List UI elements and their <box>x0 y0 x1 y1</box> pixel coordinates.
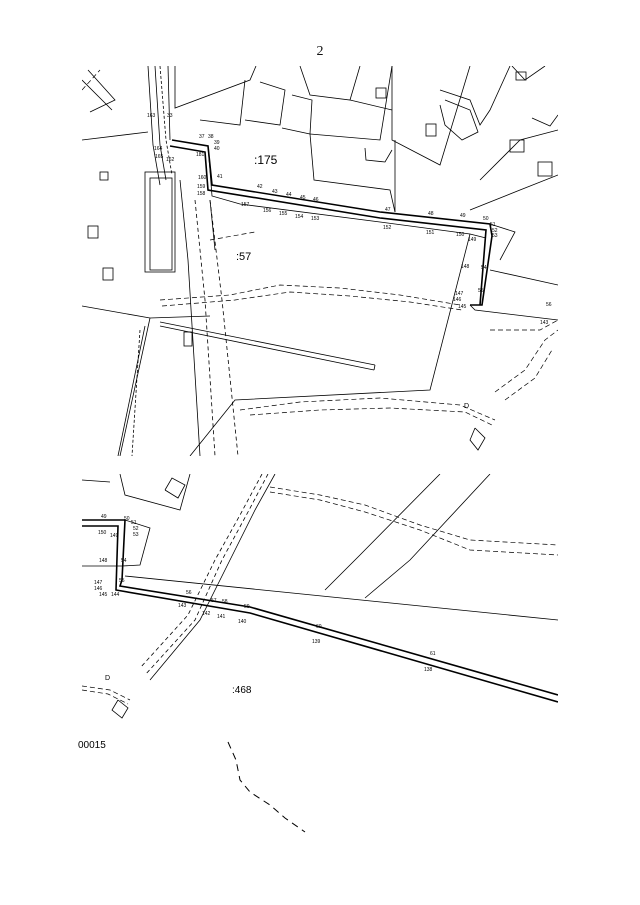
point-label: 154 <box>295 214 304 220</box>
point-label: 39 <box>214 140 220 146</box>
point-label: 138 <box>424 667 433 673</box>
label-q-bottom: D <box>105 675 110 682</box>
point-label: 148 <box>99 558 108 564</box>
point-label: 42 <box>257 184 263 190</box>
point-label: 143 <box>540 320 549 326</box>
point-label: 147 <box>455 291 464 297</box>
point-label: 163 <box>147 113 156 119</box>
point-label: 145 <box>99 592 108 598</box>
point-label: 149 <box>468 237 477 243</box>
point-label: 41 <box>217 174 223 180</box>
point-label: 148 <box>461 264 470 270</box>
bottom-dashed <box>82 486 558 705</box>
point-label: 159 <box>197 184 206 190</box>
point-label: 164 <box>154 146 163 152</box>
point-label: 165 <box>155 154 164 160</box>
point-label: 52 <box>133 526 139 532</box>
point-label: 151 <box>426 230 435 236</box>
point-label: 162 <box>166 157 175 163</box>
point-label: 150 <box>456 232 465 238</box>
point-label: 56 <box>186 590 192 596</box>
page-number: 2 <box>316 44 324 59</box>
point-label: 139 <box>312 639 321 645</box>
point-label: 43 <box>272 189 278 195</box>
parcel-label-57: :57 <box>236 251 251 263</box>
point-label: 37 <box>199 134 205 140</box>
point-label: 33 <box>167 113 173 119</box>
point-label: 49 <box>460 213 466 219</box>
point-label: 55 <box>119 578 125 584</box>
trailing-dashed-line <box>227 741 306 833</box>
point-label: 54 <box>121 558 127 564</box>
point-label: 45 <box>300 195 306 201</box>
point-label: 47 <box>385 207 391 213</box>
point-label: 53 <box>133 532 139 538</box>
point-label: 181 <box>196 152 205 158</box>
point-label: 146 <box>453 297 462 303</box>
parcel-label-175: :175 <box>254 153 278 167</box>
point-label: 40 <box>214 146 220 152</box>
point-label: 55 <box>478 288 484 294</box>
point-label: 58 <box>222 599 228 605</box>
point-label: 142 <box>202 611 211 617</box>
parcel-label-468: :468 <box>232 685 252 696</box>
point-label: 143 <box>178 603 187 609</box>
point-label: 54 <box>481 265 487 271</box>
point-label: 53 <box>492 233 498 239</box>
point-label: 51 <box>131 520 137 526</box>
strip-boundary <box>169 139 493 306</box>
point-label: 152 <box>383 225 392 231</box>
parcel-57-boundary <box>189 199 558 456</box>
map-top: D <box>82 66 558 456</box>
point-label: 147 <box>94 580 103 586</box>
point-label: 52 <box>492 228 498 234</box>
point-label: 140 <box>238 619 247 625</box>
point-label: 144 <box>111 592 120 598</box>
bottom-road <box>139 474 276 681</box>
point-label: 51 <box>490 222 496 228</box>
point-label: 48 <box>428 211 434 217</box>
point-label: 49 <box>101 514 107 520</box>
point-label: 155 <box>279 211 288 217</box>
bottom-strip <box>82 519 558 703</box>
point-label: 149 <box>110 533 119 539</box>
point-label: 60 <box>316 624 322 630</box>
bottom-point-labels: 49 50 51 52 53 150 149 148 147 146 145 1… <box>94 514 436 673</box>
point-label: 59 <box>244 604 250 610</box>
bottom-parcel-lines <box>324 474 491 599</box>
point-label: 160 <box>198 175 207 181</box>
point-label: 50 <box>124 516 130 522</box>
top-left-parcels <box>82 69 211 456</box>
point-label: 44 <box>286 192 292 198</box>
footer-code: 00015 <box>78 740 106 751</box>
point-label: 145 <box>458 304 467 310</box>
point-label: 46 <box>313 197 319 203</box>
bottom-house-symbol <box>111 699 129 719</box>
map-bottom: D <box>82 474 558 719</box>
top-point-labels: 163 33 37 38 39 40 164 181 162 165 160 1… <box>147 113 552 326</box>
point-label: 50 <box>483 216 489 222</box>
point-label: 61 <box>430 651 436 657</box>
bottom-buildings <box>82 474 191 511</box>
label-q: D <box>464 403 469 410</box>
point-label: 141 <box>217 614 226 620</box>
point-label: 153 <box>311 216 320 222</box>
point-label: 146 <box>94 586 103 592</box>
utility-line <box>159 321 376 371</box>
point-label: 158 <box>197 191 206 197</box>
road-vertical <box>147 66 239 456</box>
small-house-symbol <box>469 427 486 451</box>
building-long <box>144 171 176 273</box>
point-label: 156 <box>263 208 272 214</box>
point-label: 150 <box>98 530 107 536</box>
point-label: 38 <box>208 134 214 140</box>
point-label: 57 <box>211 598 217 604</box>
top-buildings <box>174 66 558 213</box>
dashed-paths <box>82 69 558 426</box>
point-label: 157 <box>241 202 250 208</box>
point-label: 56 <box>546 302 552 308</box>
